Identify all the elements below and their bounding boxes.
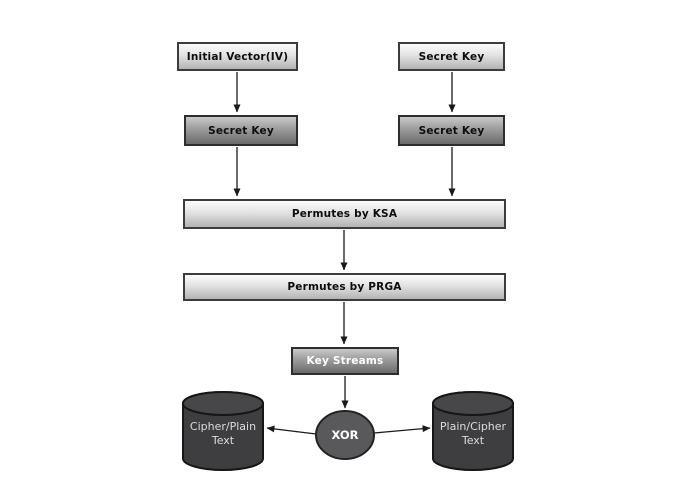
node-secret-key-top: Secret Key (398, 42, 505, 71)
cipher-cylinder-label-line2: Text (211, 433, 235, 447)
node-secret-key-left-label: Secret Key (208, 124, 274, 137)
node-secret-key-right-label: Secret Key (418, 124, 485, 137)
node-permutes-ksa-label: Permutes by KSA (291, 208, 398, 220)
plain-cylinder-top (432, 391, 514, 416)
cipher-cylinder-top (182, 391, 264, 416)
node-permutes-prga-label: Permutes by PRGA (287, 281, 402, 293)
node-initial-vector: Initial Vector(IV) (177, 42, 298, 71)
plain-cylinder-label-line1: Plain/Cipher (439, 420, 507, 433)
node-secret-key-left: Secret Key (184, 115, 298, 146)
node-permutes-ksa: Permutes by KSA (183, 199, 506, 229)
node-secret-key-top-label: Secret Key (418, 50, 485, 63)
cipher-cylinder-label: Cipher/Plain Text (183, 420, 263, 447)
node-secret-key-right: Secret Key (398, 115, 505, 146)
cipher-cylinder (182, 391, 264, 471)
xor-label: XOR (331, 428, 359, 442)
arrow-xor-to-cipher-cylinder (266, 425, 317, 435)
xor-ellipse (315, 410, 375, 460)
node-initial-vector-label: Initial Vector(IV) (186, 50, 289, 63)
cipher-cylinder-label-line1: Cipher/Plain (189, 420, 257, 433)
arrow-xor-to-plain-cylinder (373, 425, 431, 434)
node-permutes-prga: Permutes by PRGA (183, 273, 506, 301)
node-key-streams: Key Streams (291, 347, 399, 375)
plain-cylinder-label-line2: Text (461, 433, 485, 447)
plain-cylinder-label: Plain/Cipher Text (433, 420, 513, 447)
plain-cylinder (432, 391, 514, 471)
node-key-streams-label: Key Streams (306, 355, 384, 367)
